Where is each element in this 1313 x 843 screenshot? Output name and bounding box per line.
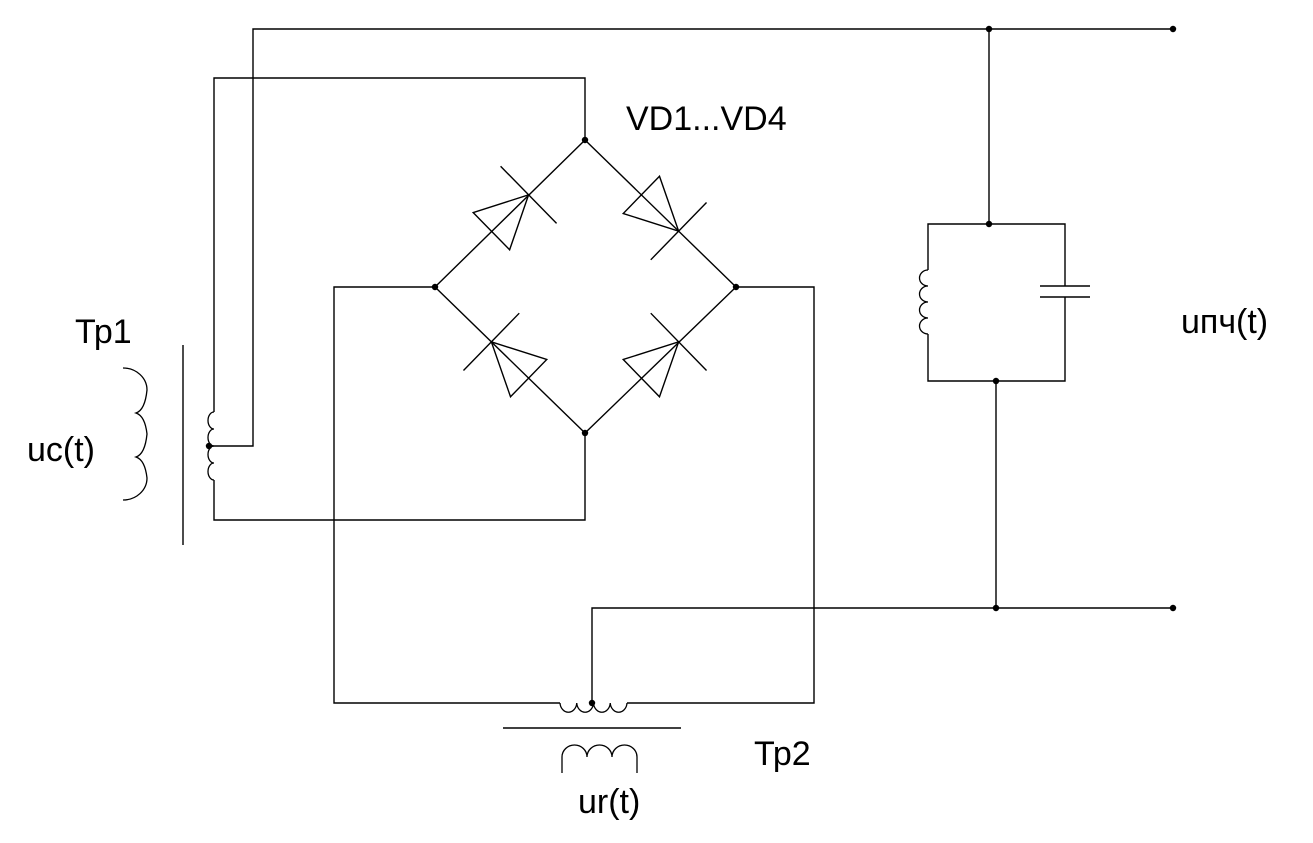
wire-tr1-bottom-to-bridge <box>213 433 586 521</box>
output-terminal-bottom <box>1169 604 1177 612</box>
tr2-lower-winding <box>561 744 638 773</box>
wire-tr1-top-to-bridge <box>213 77 586 412</box>
label-output-voltage: uпч(t) <box>1181 303 1268 341</box>
tank-inductor <box>918 269 929 335</box>
junction-tank-bottom <box>992 377 1000 385</box>
wire-bridge-left-to-tr2 <box>333 286 560 704</box>
diode-bottom-left <box>462 312 549 399</box>
wires <box>209 28 1173 704</box>
label-heterodyne-voltage: ur(t) <box>578 783 640 821</box>
bridge-side-bottom-right <box>584 286 737 434</box>
junction-bridge-right <box>732 283 740 291</box>
output-terminal-top <box>1169 25 1177 33</box>
lc-tank <box>918 223 1090 382</box>
tank-right-branch <box>989 223 1066 286</box>
junctions <box>205 25 1177 707</box>
transformer-tr2 <box>503 702 681 773</box>
diode-top-left <box>471 165 558 252</box>
junction-tr2-tap <box>588 699 596 707</box>
bridge-side-bottom-left <box>434 286 586 434</box>
wire-tr2-tap-to-output <box>591 607 1173 703</box>
junction-bridge-top <box>581 136 589 144</box>
junction-tr1-tap <box>205 442 213 450</box>
junction-output-top-tank <box>985 25 993 33</box>
bridge-side-top-left <box>434 139 586 288</box>
label-transformer1: Тр1 <box>75 313 132 351</box>
tr1-primary-winding <box>122 367 148 501</box>
bridge-side-top-right <box>584 139 737 288</box>
junction-bridge-bottom <box>581 429 589 437</box>
tank-left-branch <box>927 223 989 270</box>
transformer-tr1 <box>122 345 215 545</box>
tr1-secondary-winding <box>207 411 215 481</box>
wire-bridge-right-to-tr2 <box>627 286 815 704</box>
junction-tank-top <box>985 220 993 228</box>
label-diodes: VD1...VD4 <box>626 100 787 138</box>
label-transformer2: Тр2 <box>754 735 811 773</box>
tank-left-branch-lower <box>927 297 1066 382</box>
diode-top-right <box>621 174 708 261</box>
wire-tr1-tap-to-output <box>209 28 1173 447</box>
junction-output-bottom-tank <box>992 604 1000 612</box>
diode-bottom-right <box>621 312 708 399</box>
diode-bridge <box>434 139 737 434</box>
junction-bridge-left <box>431 283 439 291</box>
labels: VD1...VD4 Тр1 uc(t) uпч(t) Тр2 ur(t) <box>27 100 1268 821</box>
label-signal-voltage: uc(t) <box>27 431 95 469</box>
